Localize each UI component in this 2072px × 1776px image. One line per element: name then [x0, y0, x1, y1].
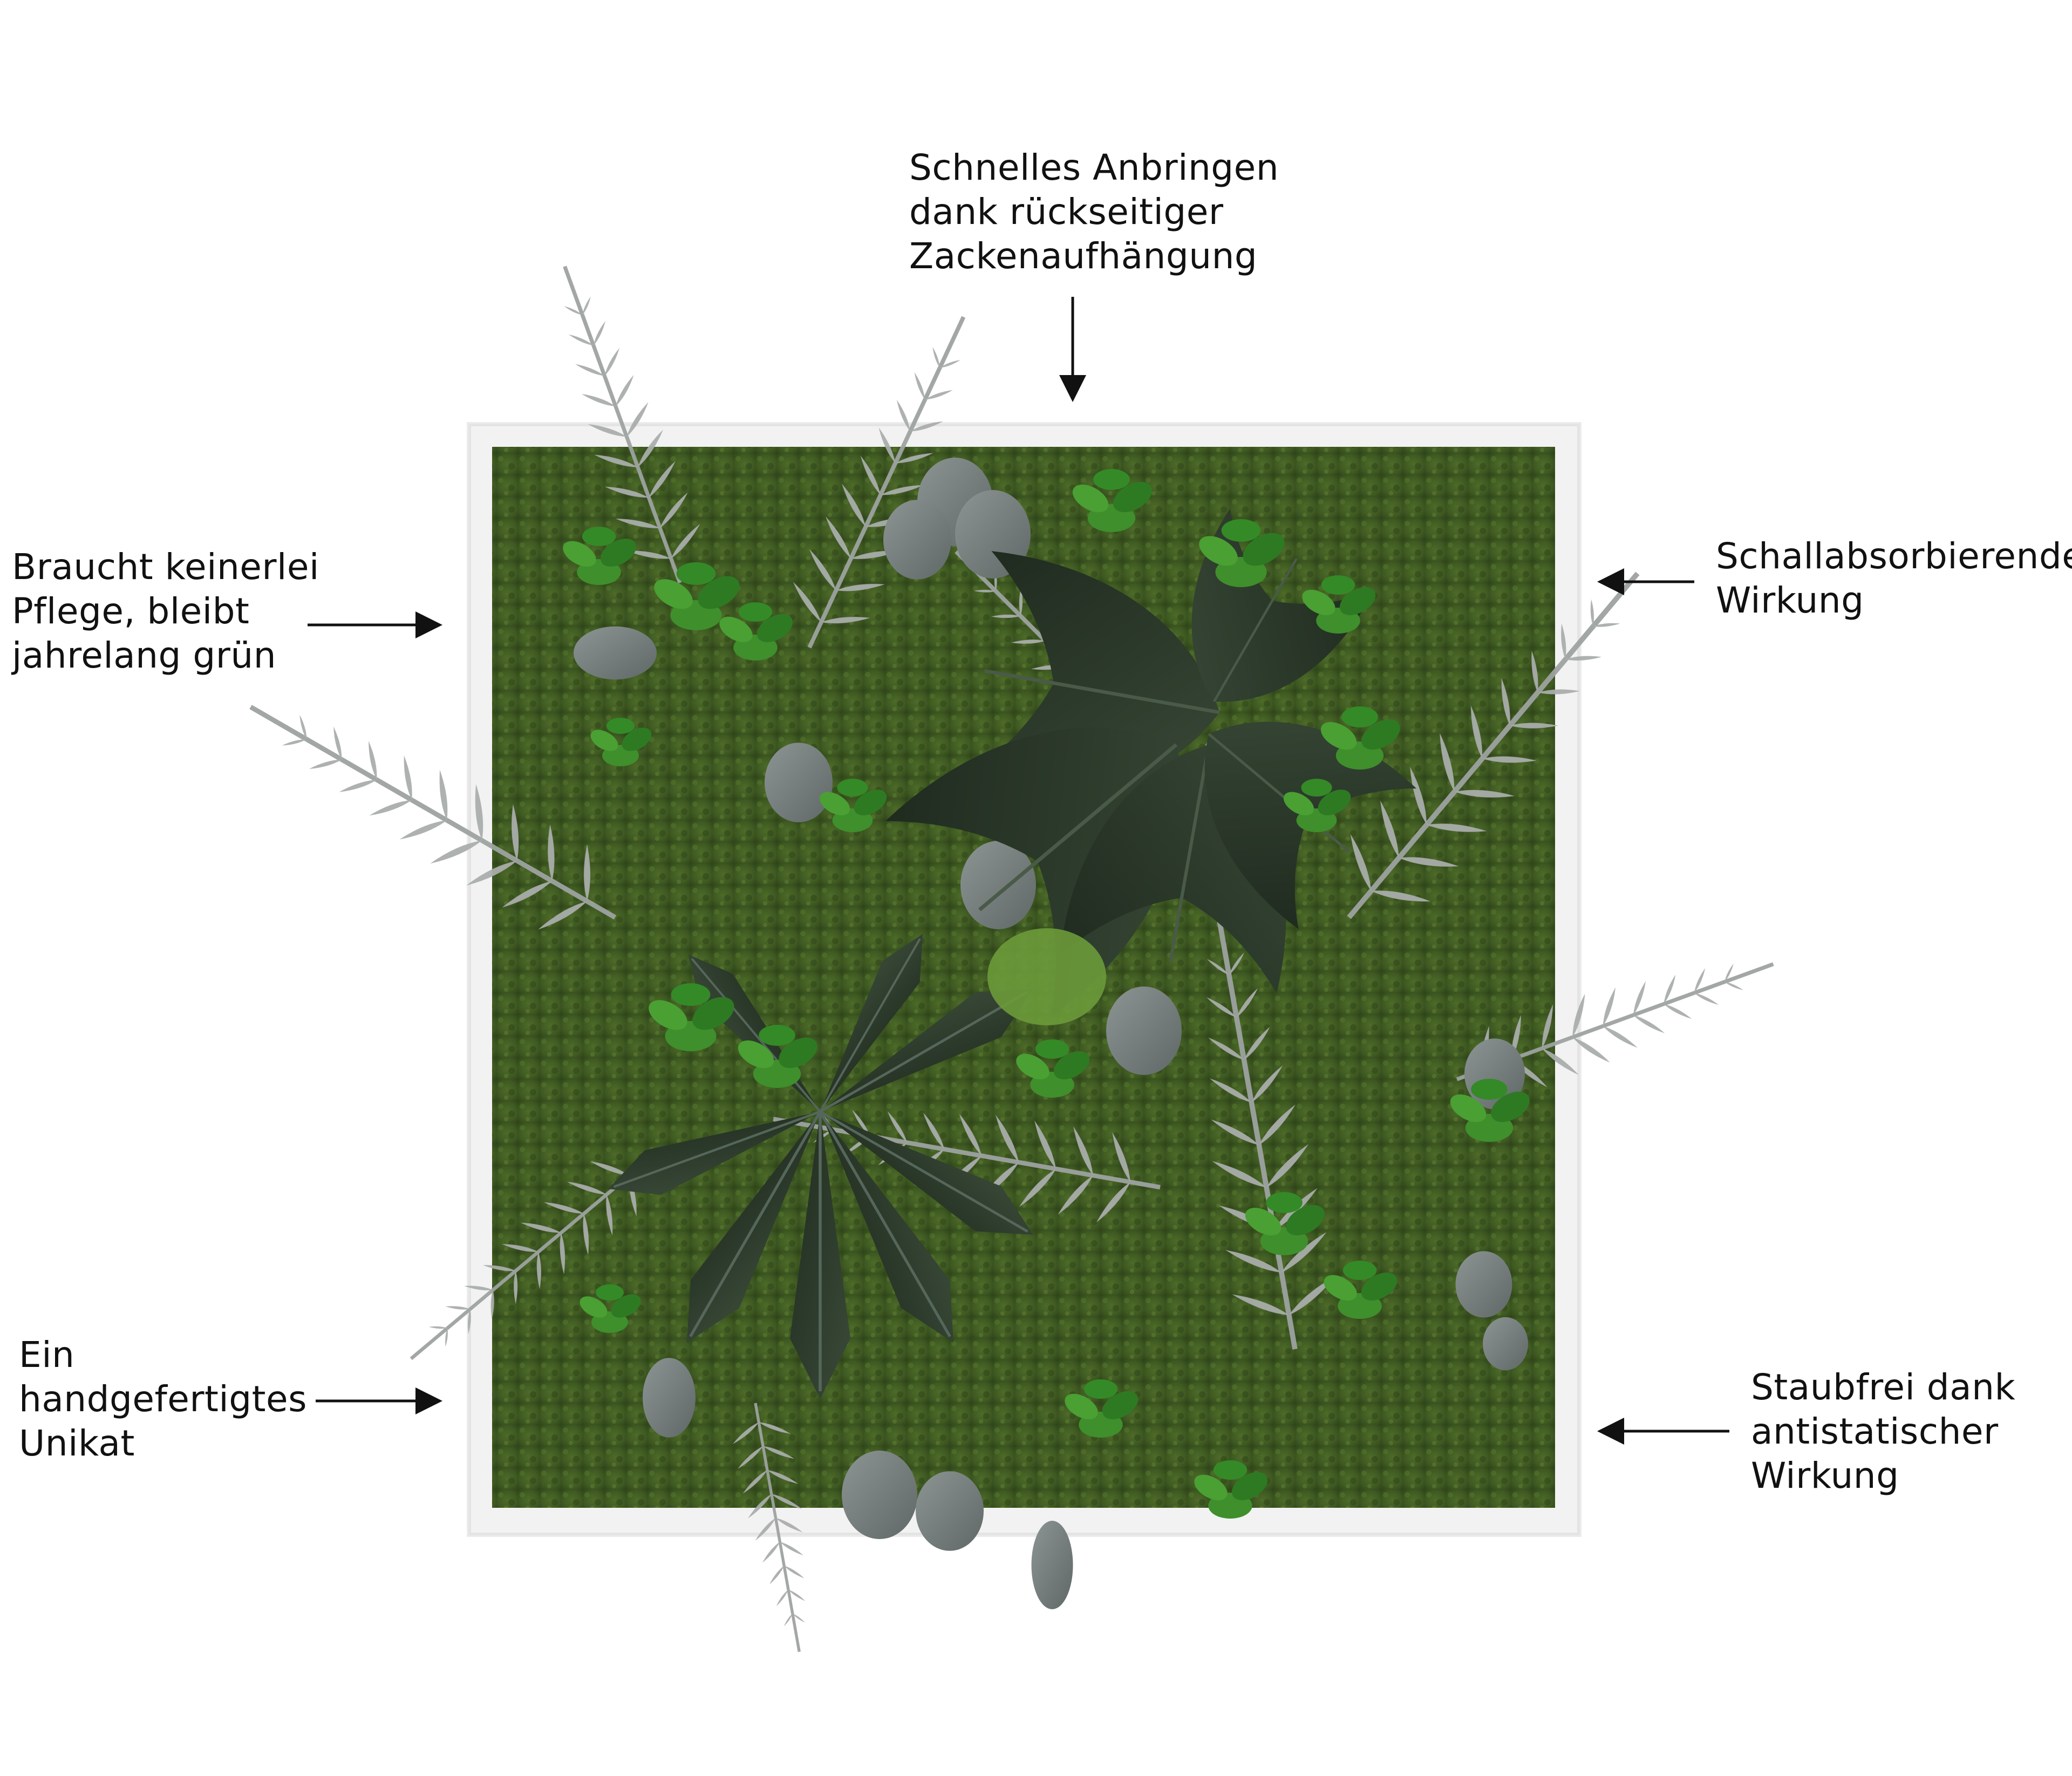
annotation-line: dank rückseitiger [909, 191, 1224, 233]
annotation-line: handgefertigtes [19, 1378, 307, 1420]
annotation-line: Unikat [19, 1423, 135, 1464]
annotation-mounting: Schnelles Anbringen dank rückseitiger Za… [909, 146, 1279, 278]
annotation-line: Ein [19, 1334, 75, 1376]
annotation-line: Braucht keinerlei [12, 546, 319, 588]
annotation-line: Zackenaufhängung [909, 235, 1258, 277]
annotation-line: Staubfrei dank [1751, 1366, 2016, 1408]
annotation-line: Wirkung [1716, 580, 1864, 621]
annotation-line: jahrelang grün [12, 635, 277, 676]
annotation-line: Schallabsorbierende [1716, 535, 2072, 577]
annotation-line: Wirkung [1751, 1455, 1899, 1496]
annotation-dust-free: Staubfrei dank antistatischer Wirkung [1751, 1365, 2015, 1498]
annotation-handmade: Ein handgefertigtes Unikat [19, 1333, 307, 1466]
annotation-care-free: Braucht keinerlei Pflege, bleibt jahrela… [12, 545, 319, 678]
annotation-line: antistatischer [1751, 1411, 1999, 1452]
annotation-sound-absorbing: Schallabsorbierende Wirkung [1716, 534, 2072, 623]
annotation-line: Schnelles Anbringen [909, 147, 1279, 188]
annotation-line: Pflege, bleibt [12, 590, 250, 632]
